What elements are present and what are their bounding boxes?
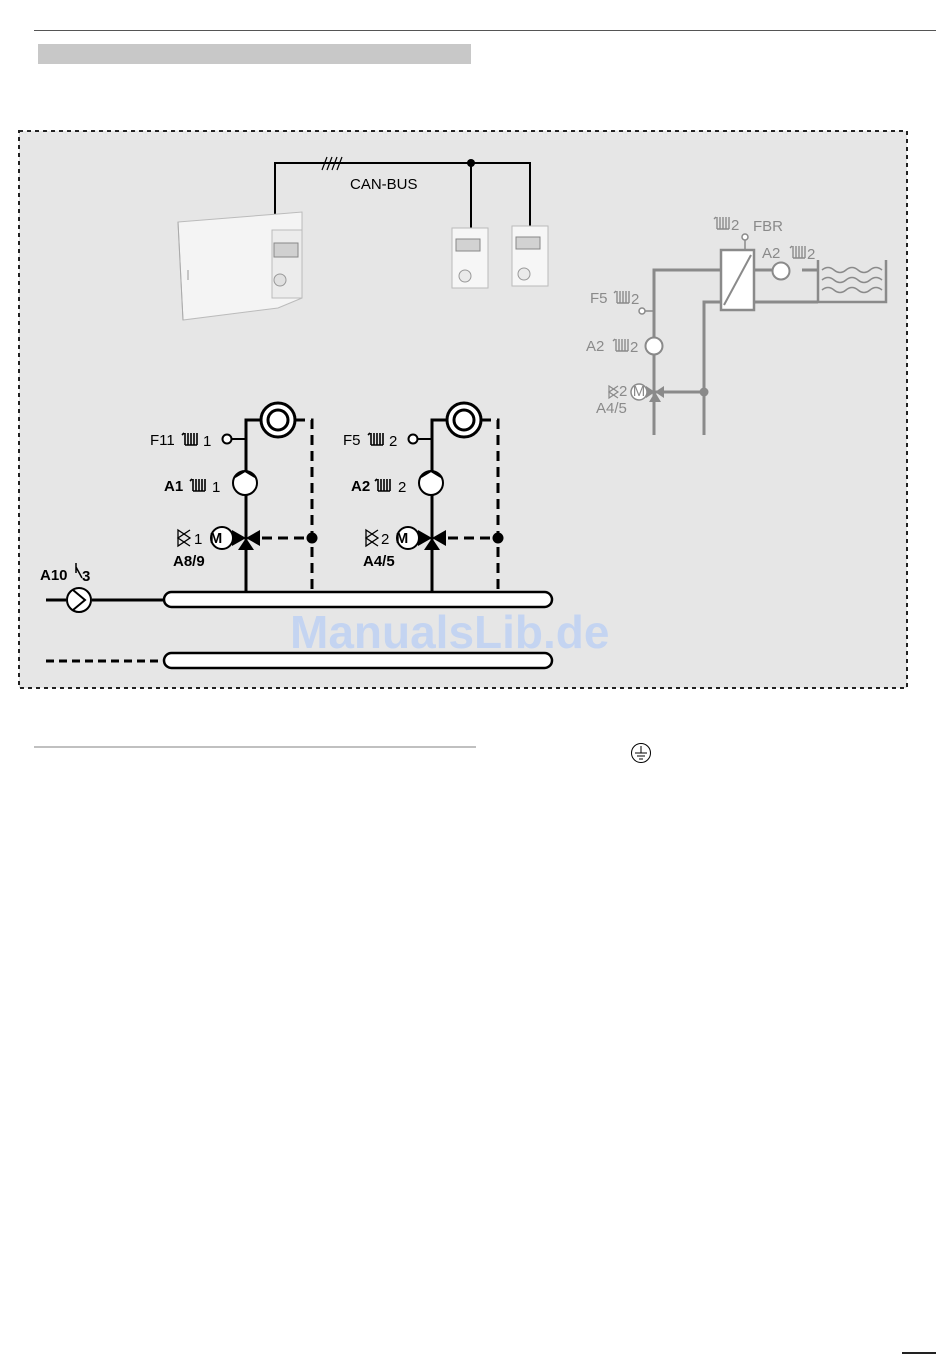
room-unit-1 [452, 228, 488, 288]
right-valve-index: 2 [381, 531, 389, 548]
left-valve-outputs: A8/9 [173, 553, 205, 570]
bus-junction [467, 159, 475, 167]
left-pump-label: A1 [164, 478, 183, 495]
fbr-label: FBR [753, 218, 783, 235]
fbh-pump2-label: A2 [586, 338, 604, 355]
left-pump-index: 1 [212, 479, 220, 496]
right-sensor-label: F5 [343, 432, 361, 449]
section-heading-bar [38, 44, 471, 64]
diagram-canvas: CAN-BUS M F11 1 A1 [18, 130, 908, 689]
controller-device [178, 212, 302, 320]
fbh-radiator-index: 2 [731, 217, 739, 234]
hydraulic-diagram: CAN-BUS M F11 1 A1 [18, 130, 908, 689]
can-bus-label: CAN-BUS [350, 176, 418, 193]
top-rule [34, 30, 936, 31]
fbh-pump-label: A2 [762, 245, 780, 262]
supply-manifold [164, 592, 552, 607]
left-sensor-label: F11 [150, 432, 175, 449]
watermark: ManualsLib.de [290, 606, 609, 658]
left-sensor-index: 1 [203, 433, 211, 450]
motor-symbol-label: M [396, 530, 409, 547]
fbh-valve-index: 2 [619, 383, 627, 400]
motor-symbol-label: M [210, 530, 223, 547]
fbh-sensor-label: F5 [590, 290, 608, 307]
room-unit-2 [512, 226, 548, 286]
section-rule [34, 746, 476, 748]
fbh-pump2-index: 2 [630, 339, 638, 356]
fbh-pump-index: 2 [807, 246, 815, 263]
right-pump-index: 2 [398, 479, 406, 496]
right-valve-outputs: A4/5 [363, 553, 395, 570]
fbh-valve-outputs: A4/5 [596, 400, 627, 417]
right-pump-label: A2 [351, 478, 370, 495]
boiler-pump-index: 3 [82, 568, 90, 585]
boiler-pump-label: A10 [40, 567, 68, 584]
left-valve-index: 1 [194, 531, 202, 548]
fbh-sensor-index: 2 [631, 291, 639, 308]
right-sensor-index: 2 [389, 433, 397, 450]
ground-icon [630, 742, 652, 764]
page-number-mark [902, 1352, 936, 1354]
motor-symbol-label: M [633, 383, 646, 400]
